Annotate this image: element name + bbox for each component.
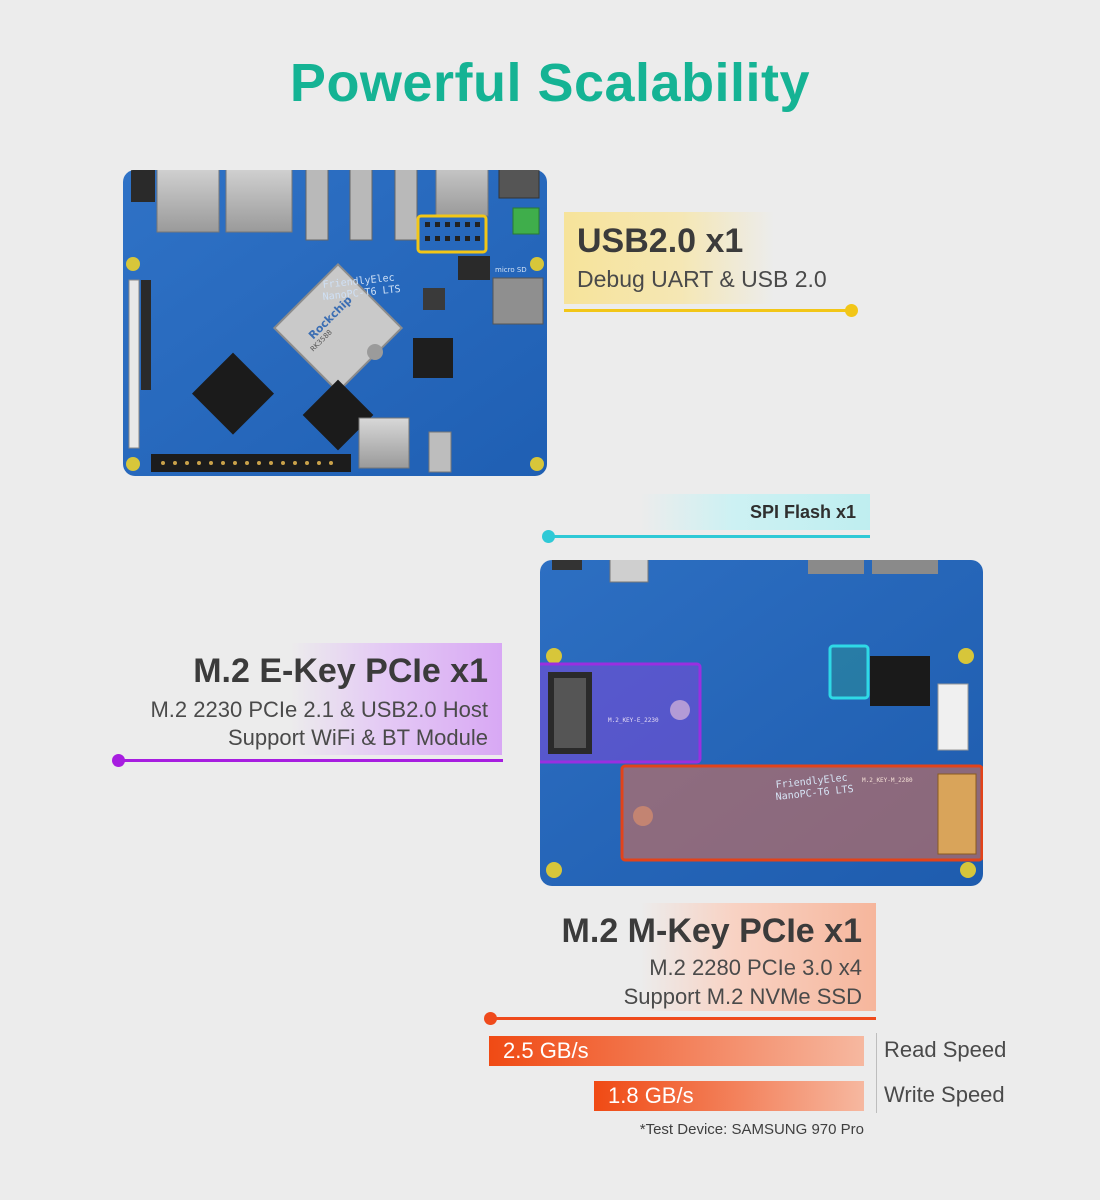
usb-callout-bg — [564, 212, 774, 304]
sd-slot-label: micro SD — [495, 266, 527, 274]
ekey-callout-bg — [290, 643, 502, 755]
ekey-callout-line1: M.2 2230 PCIe 2.1 & USB2.0 Host — [150, 697, 488, 722]
ekey-callout-dot — [112, 754, 125, 767]
mkey-callout-dot — [484, 1012, 497, 1025]
speed-separator — [876, 1033, 877, 1113]
mkey-callout-line — [490, 1017, 876, 1020]
usb-callout-dot — [845, 304, 858, 317]
mkey-callout-bg — [640, 903, 876, 1011]
read-speed-label: Read Speed — [884, 1037, 1007, 1062]
read-speed-bar: 2.5 GB/s — [489, 1036, 864, 1066]
test-device-note: *Test Device: SAMSUNG 970 Pro — [639, 1121, 864, 1138]
ekey-slot-silk: M.2_KEY-E_2230 — [608, 717, 659, 724]
spi-callout-bg — [640, 494, 870, 530]
board-back-image: FriendlyElec NanoPC-T6 LTS M.2_KEY-E_223… — [540, 560, 983, 886]
page-title: Powerful Scalability — [289, 53, 811, 113]
ekey-callout-title: M.2 E-Key PCIe x1 — [193, 652, 488, 690]
write-speed-bar: 1.8 GB/s — [594, 1081, 864, 1111]
spi-callout-title: SPI Flash x1 — [749, 502, 856, 522]
spi-callout-dot — [542, 530, 555, 543]
board-front-illustration: FriendlyElec NanoPC-T6 LTS Rockchip RK35… — [123, 170, 547, 476]
write-speed-label: Write Speed — [884, 1082, 1005, 1107]
ekey-callout-line2: Support WiFi & BT Module — [227, 725, 488, 750]
mkey-callout-line1: M.2 2280 PCIe 3.0 x4 — [649, 955, 862, 980]
spi-callout-line — [548, 535, 870, 538]
mkey-slot-silk: M.2_KEY-M_2280 — [862, 777, 913, 784]
board-front-image: FriendlyElec NanoPC-T6 LTS Rockchip RK35… — [123, 170, 547, 476]
ekey-callout-line — [118, 759, 503, 762]
usb-callout-line — [564, 309, 852, 312]
board-back-illustration: FriendlyElec NanoPC-T6 LTS M.2_KEY-E_223… — [540, 560, 983, 886]
usb-callout-title: USB2.0 x1 — [577, 222, 744, 260]
mkey-callout-line2: Support M.2 NVMe SSD — [623, 984, 862, 1009]
usb-callout-subtitle: Debug UART & USB 2.0 — [577, 266, 827, 292]
mkey-callout-title: M.2 M-Key PCIe x1 — [561, 912, 862, 950]
